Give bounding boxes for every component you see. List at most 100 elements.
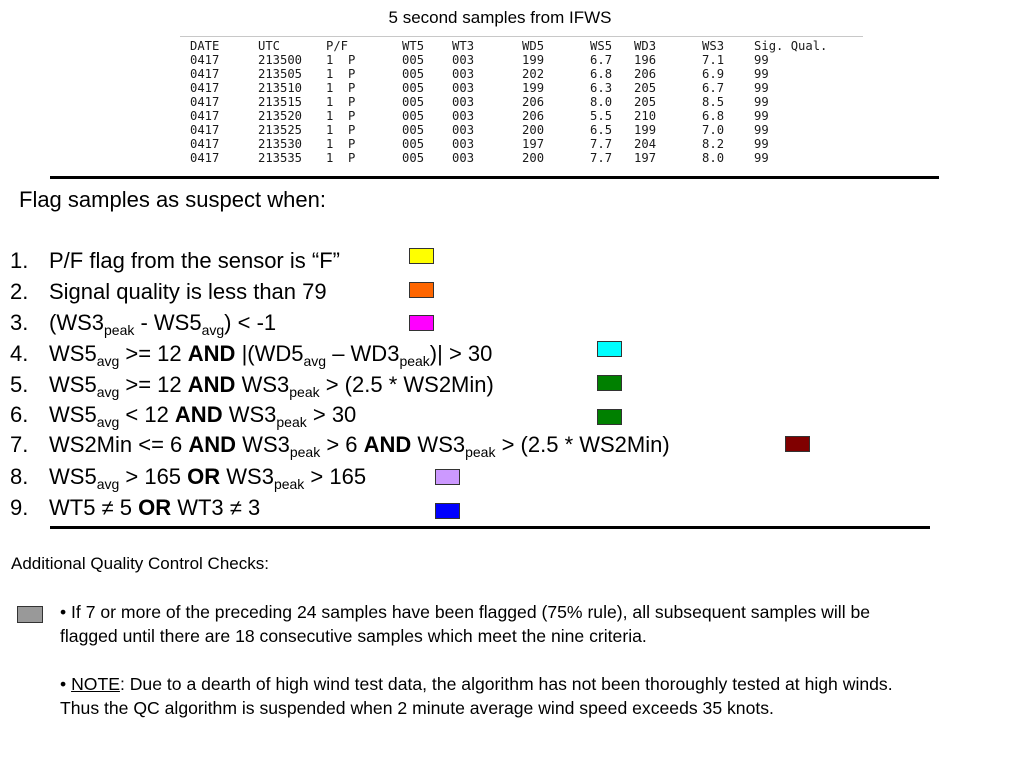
operator-keyword: OR (138, 495, 172, 520)
table-cell: 005 (402, 81, 425, 95)
table-cell: 1 (326, 137, 334, 151)
column-header: P/F (326, 39, 349, 53)
table-cell: 213530 (258, 137, 303, 151)
subscript: peak (289, 444, 321, 460)
operator-keyword: AND (174, 402, 223, 427)
subscript: peak (465, 444, 496, 460)
table-cell: P (348, 123, 356, 137)
table-cell: 199 (522, 53, 545, 67)
operator-keyword: AND (363, 432, 412, 457)
table-cell: 210 (634, 109, 657, 123)
table-cell: 205 (634, 81, 657, 95)
qc-heading: Additional Quality Control Checks: (11, 554, 269, 573)
table-cell: 1 (326, 151, 334, 165)
criterion-fragment: WS3 (236, 432, 290, 457)
table-cell: 5.5 (590, 109, 613, 123)
table-cell: 6.3 (590, 81, 613, 95)
table-cell: 005 (402, 151, 425, 165)
table-cell: 1 (326, 81, 334, 95)
flag-color-swatch (785, 436, 810, 452)
table-cell: 197 (522, 137, 545, 151)
criterion-text: WS5avg > 165 OR WS3peak > 165 (49, 462, 366, 492)
table-cell: 005 (402, 95, 425, 109)
column-header: WS5 (590, 39, 613, 53)
flag-heading: Flag samples as suspect when: (19, 187, 326, 212)
operator-keyword: AND (188, 432, 237, 457)
flag-color-swatch (435, 503, 460, 519)
table-cell: 202 (522, 67, 545, 81)
criterion-fragment: WS5 (49, 464, 97, 489)
qc-gray-swatch (17, 606, 43, 623)
table-cell: 204 (634, 137, 657, 151)
column-header: Sig. Qual. (754, 39, 828, 53)
criterion-fragment: WT5 ≠ 5 (49, 495, 139, 520)
table-cell: 196 (634, 53, 657, 67)
table-cell: 99 (754, 53, 769, 67)
table-cell: 206 (634, 67, 657, 81)
criterion-text: P/F flag from the sensor is “F” (49, 246, 340, 276)
table-cell: 0417 (190, 95, 220, 109)
table-cell: 213515 (258, 95, 303, 109)
table-cell: 99 (754, 95, 769, 109)
table-cell: 99 (754, 137, 769, 151)
flag-color-swatch (435, 469, 460, 485)
table-cell: 99 (754, 151, 769, 165)
flag-color-swatch (597, 409, 622, 425)
table-cell: 213535 (258, 151, 303, 165)
table-cell: 1 (326, 109, 334, 123)
table-cell: 003 (452, 67, 475, 81)
table-cell: 0417 (190, 67, 220, 81)
table-cell: 6.8 (590, 67, 613, 81)
table-cell: 003 (452, 53, 475, 67)
table-cell: 7.7 (590, 151, 613, 165)
criterion-fragment: > (2.5 * WS2Min) (319, 372, 494, 397)
criterion-number: 4. (10, 341, 29, 366)
table-cell: P (348, 81, 356, 95)
table-cell: 003 (452, 109, 475, 123)
criterion-fragment: WS2Min <= 6 (49, 432, 189, 457)
table-cell: 197 (634, 151, 657, 165)
table-cell: 199 (522, 81, 545, 95)
criterion-fragment: Signal quality is less than 79 (49, 279, 327, 304)
column-header: WS3 (702, 39, 725, 53)
table-cell: 1 (326, 67, 334, 81)
criterion-number: 1. (10, 248, 29, 273)
criterion-number: 5. (10, 372, 29, 397)
column-header: WT5 (402, 39, 425, 53)
note-label: NOTE (71, 674, 120, 694)
table-cell: 8.0 (590, 95, 613, 109)
criterion-fragment: - WS5 (134, 310, 202, 335)
criterion-fragment: WS3 (220, 464, 274, 489)
criterion-fragment: WS3 (235, 372, 290, 397)
operator-keyword: AND (187, 372, 236, 397)
criterion-fragment: WS3 (222, 402, 277, 427)
subscript: peak (399, 353, 430, 369)
criterion-fragment: WS5 (49, 372, 97, 397)
criterion-fragment: P/F flag from the sensor is “F” (49, 248, 340, 273)
table-cell: 005 (402, 123, 425, 137)
table-cell: 005 (402, 67, 425, 81)
qc-rule-paragraph: • If 7 or more of the preceding 24 sampl… (60, 602, 871, 646)
criterion-number: 2. (10, 279, 29, 304)
criterion-fragment: ) < -1 (224, 310, 277, 335)
column-header: WD5 (522, 39, 545, 53)
table-cell: 003 (452, 137, 475, 151)
criterion-text: WS5avg >= 12 AND |(WD5avg – WD3peak)| > … (49, 339, 492, 369)
criterion-fragment: WT3 ≠ 3 (171, 495, 261, 520)
table-cell: 7.0 (702, 123, 725, 137)
subscript: avg (96, 384, 120, 400)
criterion-fragment: |(WD5 (235, 341, 304, 366)
table-cell: P (348, 95, 356, 109)
table-cell: 213505 (258, 67, 303, 81)
divider-bottom (50, 526, 930, 529)
criterion-fragment: > (2.5 * WS2Min) (495, 432, 670, 457)
table-cell: 1 (326, 53, 334, 67)
table-cell: P (348, 109, 356, 123)
criterion-fragment: WS5 (49, 402, 97, 427)
